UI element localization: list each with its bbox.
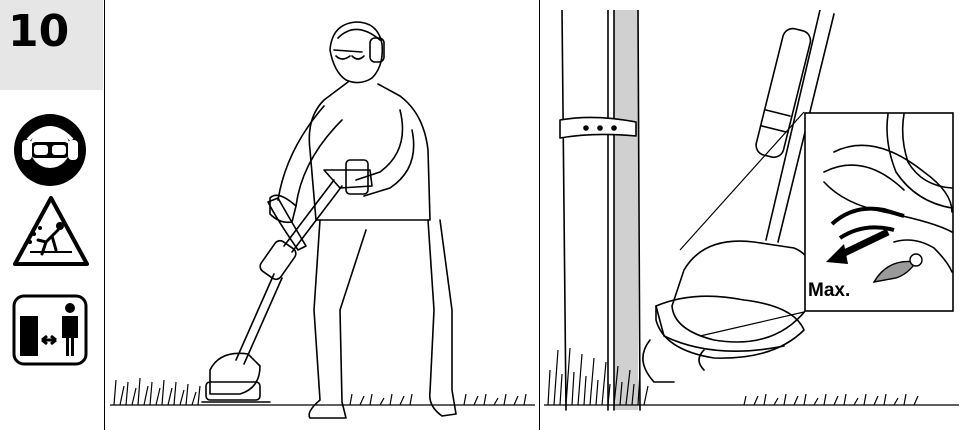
keep-distance-icon xyxy=(12,294,88,366)
step-number-box: 10 xyxy=(0,0,103,90)
frame-line-left xyxy=(104,0,105,430)
max-line-length-label: Max. xyxy=(806,280,852,302)
flying-debris-warning-icon xyxy=(12,194,90,268)
operator-trimming-illustration xyxy=(110,10,535,425)
ear-eye-protection-icon xyxy=(12,112,88,188)
detail-connector-lines xyxy=(640,100,810,340)
frame-line-middle xyxy=(539,0,540,430)
step-number: 10 xyxy=(8,6,69,57)
